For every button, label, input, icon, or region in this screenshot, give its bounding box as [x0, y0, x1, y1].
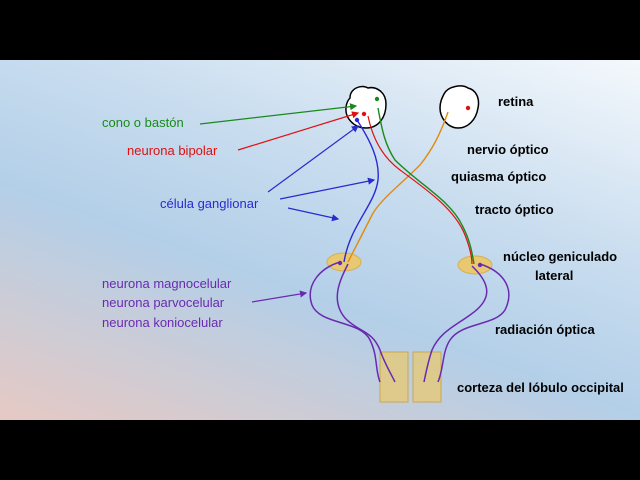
occipital-cortex-label: corteza del lóbulo occipital [457, 380, 624, 395]
retina-label: retina [498, 94, 534, 109]
cone-cell [374, 96, 380, 102]
ganglion-pointer-arrow-1 [267, 125, 359, 193]
optic-nerve-label: nervio óptico [467, 142, 549, 157]
slide: cono o bastón neurona bipolar célula gan… [0, 60, 640, 420]
optic-radiation-label: radiación óptica [495, 322, 595, 337]
lgn-label-line1: núcleo geniculado [503, 249, 618, 264]
koniocellular-label: neurona koniocelular [102, 315, 223, 330]
right-lgn [457, 255, 493, 275]
magnocellular-label: neurona magnocelular [102, 276, 232, 291]
red-fiber [367, 115, 473, 265]
optic-tract-label: tracto óptico [475, 202, 554, 217]
right-occipital-cortex [412, 351, 442, 403]
cone-pointer-arrow [199, 103, 358, 125]
visual-pathway-diagram [199, 85, 510, 403]
green-fiber [377, 107, 475, 265]
right-radiation-inner [423, 265, 488, 383]
optic-chiasm-label: quiasma óptico [451, 169, 547, 184]
right-eye-cell [465, 105, 471, 111]
lgn-neuron-pointer-arrow [251, 290, 308, 303]
right-lgn-neuron [477, 262, 483, 268]
right-eye [439, 85, 480, 129]
left-lgn-neuron [337, 260, 343, 266]
right-radiation-outer [437, 263, 510, 383]
parvocellular-label: neurona parvocelular [102, 295, 225, 310]
bipolar-cell [361, 111, 367, 117]
left-radiation-inner [336, 263, 396, 383]
bipolar-pointer-arrow [237, 111, 360, 151]
cone-rod-label: cono o bastón [102, 115, 184, 130]
left-radiation-outer [309, 261, 381, 383]
bipolar-neuron-label: neurona bipolar [127, 143, 218, 158]
ganglion-cell-label: célula ganglionar [160, 196, 259, 211]
ganglion-pointer-arrow-3 [287, 207, 340, 222]
blue-fiber [343, 119, 379, 263]
lgn-label-line2: lateral [535, 268, 574, 283]
orange-fiber [347, 111, 449, 263]
ganglion-pointer-arrow-2 [279, 177, 376, 200]
